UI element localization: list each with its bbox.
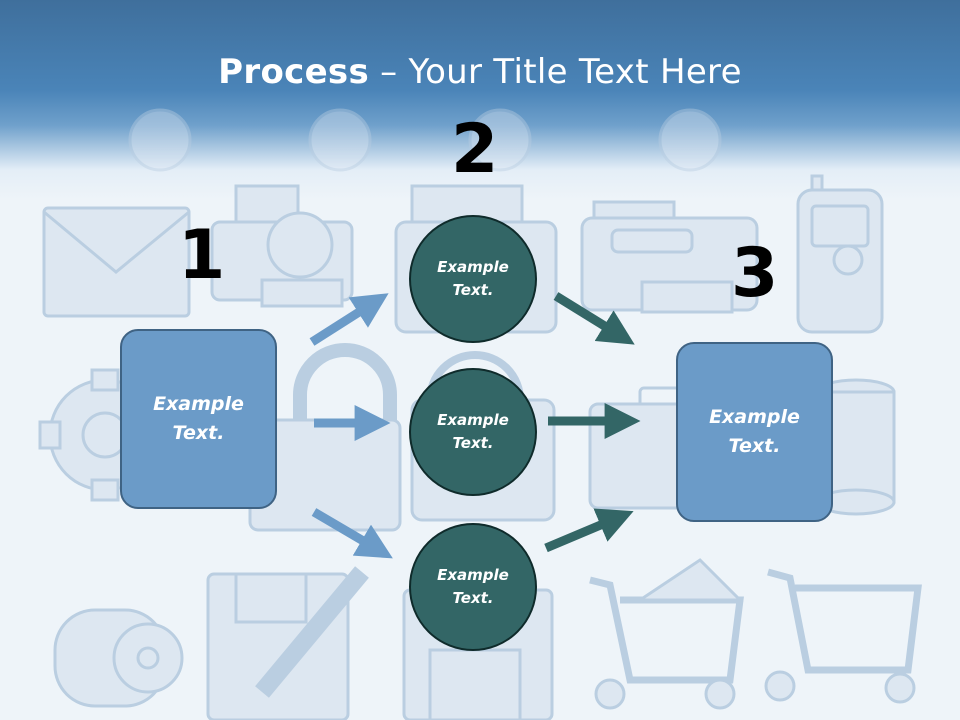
top-circle-label: Example Text.: [437, 258, 509, 299]
speaker-icon: [53, 608, 184, 708]
middle-circle: Example Text.: [409, 368, 537, 496]
right-text-box-label: Example Text.: [709, 406, 800, 457]
left-text-box-label: Example Text.: [153, 393, 244, 444]
step-number-2: 2: [451, 110, 499, 189]
page-title: Process – Your Title Text Here: [0, 52, 960, 92]
padlock-icon: [248, 343, 402, 532]
faint-top-icons: [128, 108, 722, 172]
title-rest: – Your Title Text Here: [369, 52, 742, 92]
envelope-icon: [42, 206, 191, 318]
step-number-1: 1: [178, 216, 226, 295]
shopping-cart-icon-2: [764, 568, 922, 704]
arrow-from-bottom-circle: [544, 508, 634, 553]
mobile-phone-icon: [796, 174, 884, 334]
bottom-circle: Example Text.: [409, 523, 537, 651]
top-circle: Example Text.: [409, 215, 537, 343]
bottom-circle-label: Example Text.: [437, 566, 509, 607]
title-bold: Process: [218, 52, 370, 92]
left-text-box: Example Text.: [120, 329, 277, 509]
middle-circle-label: Example Text.: [437, 411, 509, 452]
right-text-box: Example Text.: [676, 342, 833, 522]
arrow-to-top-circle: [309, 293, 389, 346]
arrow-to-bottom-circle: [311, 508, 393, 559]
step-number-3: 3: [731, 234, 779, 313]
shopping-cart-icon: [589, 558, 744, 710]
printer-magnifier-icon: [210, 184, 354, 308]
header-band: [0, 0, 960, 200]
floppy-pencil-icon: [206, 566, 369, 720]
arrow-from-top-circle: [553, 292, 635, 345]
fax-icon: [580, 200, 759, 314]
